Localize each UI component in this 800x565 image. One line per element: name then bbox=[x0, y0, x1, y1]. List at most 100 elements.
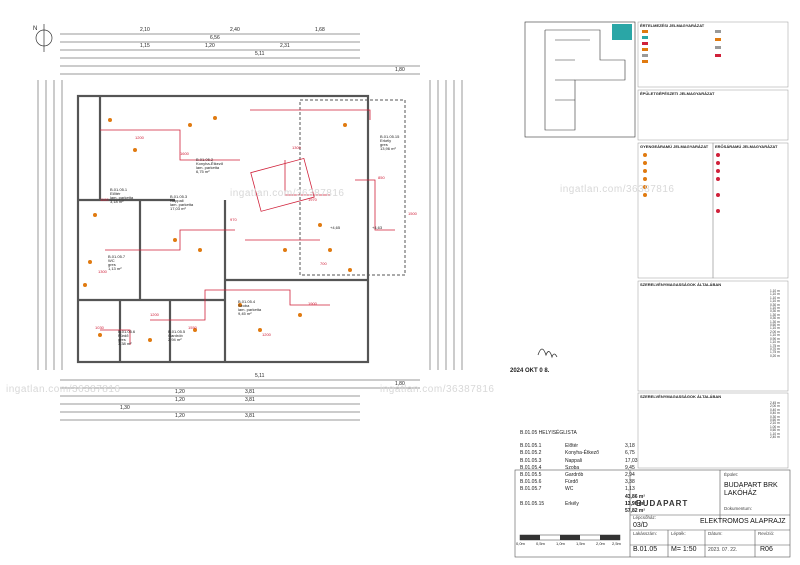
room-list-cell-id: B.01.05.7 bbox=[520, 486, 542, 493]
room-list-cell-name: WC bbox=[565, 486, 574, 493]
document-name: ELEKTROMOS ALAPRAJZ bbox=[700, 518, 786, 525]
signature-mark bbox=[537, 348, 558, 359]
unit-label: Lakásszám: bbox=[633, 531, 658, 536]
wire-length-label: 1550 bbox=[188, 325, 197, 330]
project-label: Épület: bbox=[724, 472, 739, 477]
room-list-row: B.01.05.5 Gardrób 2,94 bbox=[520, 472, 680, 479]
room-list-cell-id: B.01.05.4 bbox=[520, 464, 542, 471]
room-list-cell-id: B.01.05.5 bbox=[520, 472, 542, 479]
room-list-cell-id: B.01.05.2 bbox=[520, 450, 542, 457]
bottom-dim-6: 1,30 bbox=[120, 405, 130, 411]
date-value: 2023. 07. 22. bbox=[708, 547, 738, 553]
wire-length-label: 1200 bbox=[150, 312, 159, 317]
top-dim-2: 1,68 bbox=[315, 27, 325, 33]
level-value: 03/D bbox=[633, 522, 648, 529]
level-annotation: +4,65 bbox=[330, 225, 341, 230]
date-label: Dátum: bbox=[708, 531, 723, 536]
scale-bar-label: 0,5m bbox=[536, 541, 545, 546]
north-label: N bbox=[33, 26, 38, 32]
room-list-cell-name: Szoba bbox=[565, 464, 580, 471]
watermark-left: ingatlan.com/36387816 bbox=[6, 384, 121, 395]
wire-length-label: 1300 bbox=[98, 269, 107, 274]
room-list-cell-name: Gardrób bbox=[565, 472, 584, 479]
legend-header: SZERELVÉNYMAGASSÁGOK ÁLTALÁBAN bbox=[640, 394, 722, 399]
bottom-dimension-lines bbox=[60, 379, 420, 421]
room-list-cell-area: 3,38 bbox=[625, 479, 635, 486]
top-dim-0: 2,10 bbox=[140, 27, 150, 33]
unit-value: B.01.05 bbox=[633, 546, 658, 553]
bottom-dim-8: 3,81 bbox=[245, 413, 255, 419]
legend-symbols bbox=[642, 30, 721, 213]
bottom-dim-5: 3,81 bbox=[245, 397, 255, 403]
wire-length-label: 970 bbox=[230, 217, 237, 222]
room-list-cell-area: 9,45 bbox=[625, 464, 635, 471]
bottom-dim-0: 5,11 bbox=[255, 373, 265, 379]
room-list-row: B.01.05.7 WC 1,13 bbox=[520, 486, 680, 493]
room-list-title: B.01.05 HELYISÉGLISTA bbox=[520, 430, 577, 436]
top-dim-6: 2,31 bbox=[280, 43, 290, 49]
watermark-right: ingatlan.com/36387816 bbox=[560, 184, 675, 195]
top-dim-1: 2,40 bbox=[230, 27, 240, 33]
company-logo: BUDAPART bbox=[636, 499, 689, 508]
title-block-frame bbox=[514, 469, 791, 558]
room-list-cell-name: Konyha-Étkező bbox=[565, 450, 599, 457]
fixture-symbols bbox=[83, 116, 352, 342]
room-list-subtotal: 43,86 m² bbox=[625, 493, 646, 500]
top-dim-4: 1,15 bbox=[140, 43, 150, 49]
scale-bar bbox=[519, 534, 621, 541]
scale-label: Lépték: bbox=[671, 531, 686, 536]
wire-length-label: 1160 bbox=[100, 197, 109, 202]
room-list-cell-name: Előtér bbox=[565, 443, 579, 450]
project-name: BUDAPART BRK LAKÓHÁZ bbox=[724, 482, 778, 497]
scale-value: M= 1:50 bbox=[671, 546, 697, 553]
stamp-date: 2024 OKT 0 8. bbox=[510, 368, 550, 374]
room-list-cell-area: 17,03 bbox=[625, 457, 638, 464]
scale-bar-label: 1,0m bbox=[556, 541, 565, 546]
top-dim-7: 5,11 bbox=[255, 51, 265, 57]
level-label: Lépcsőház: bbox=[633, 515, 657, 520]
wire-length-label: 1300 bbox=[292, 145, 301, 150]
wire-length-label: 1970 bbox=[308, 197, 317, 202]
scale-bar-label: 0,0m bbox=[516, 541, 525, 546]
room-list-cell-area: 2,94 bbox=[625, 472, 635, 479]
watermark-mid: ingatlan.com/36387816 bbox=[380, 384, 495, 395]
left-dimension-lines bbox=[37, 80, 63, 370]
room-list-cell-area: 1,13 bbox=[625, 486, 635, 493]
wire-length-label: 1600 bbox=[180, 151, 189, 156]
revision-label: Revízió: bbox=[758, 531, 775, 536]
wire-length-label: 1030 bbox=[95, 325, 104, 330]
top-dim-3: 6,56 bbox=[210, 35, 220, 41]
bottom-dim-1: 1,80 bbox=[395, 381, 405, 387]
balcony-outline bbox=[299, 99, 406, 276]
legend-header: GYENGEÁRAMÚ JELMAGYARÁZAT bbox=[640, 144, 709, 149]
scale-bar-label: 1,5m bbox=[576, 541, 585, 546]
bottom-dim-3: 3,81 bbox=[245, 389, 255, 395]
legend-header: ÉRTELMEZÉSI JELMAGYARÁZAT bbox=[640, 23, 705, 28]
room-list-balcony-total: 13,96 m² bbox=[625, 500, 646, 507]
north-arrow-icon bbox=[35, 24, 53, 52]
room-list-row: B.01.05.4 Szoba 9,45 bbox=[520, 465, 680, 472]
wire-length-label: 700 bbox=[320, 261, 327, 266]
scale-bar-label: 2,5m bbox=[612, 541, 621, 546]
legend-frame bbox=[637, 21, 789, 469]
electrical-wiring bbox=[100, 109, 395, 345]
scale-bar-label: 2,0m bbox=[596, 541, 605, 546]
apartment-walls bbox=[76, 94, 370, 364]
room-list-cell-id: B.01.05.3 bbox=[520, 457, 542, 464]
top-dim-5: 1,20 bbox=[205, 43, 215, 49]
room-list-cell-id: B.01.05.6 bbox=[520, 479, 542, 486]
